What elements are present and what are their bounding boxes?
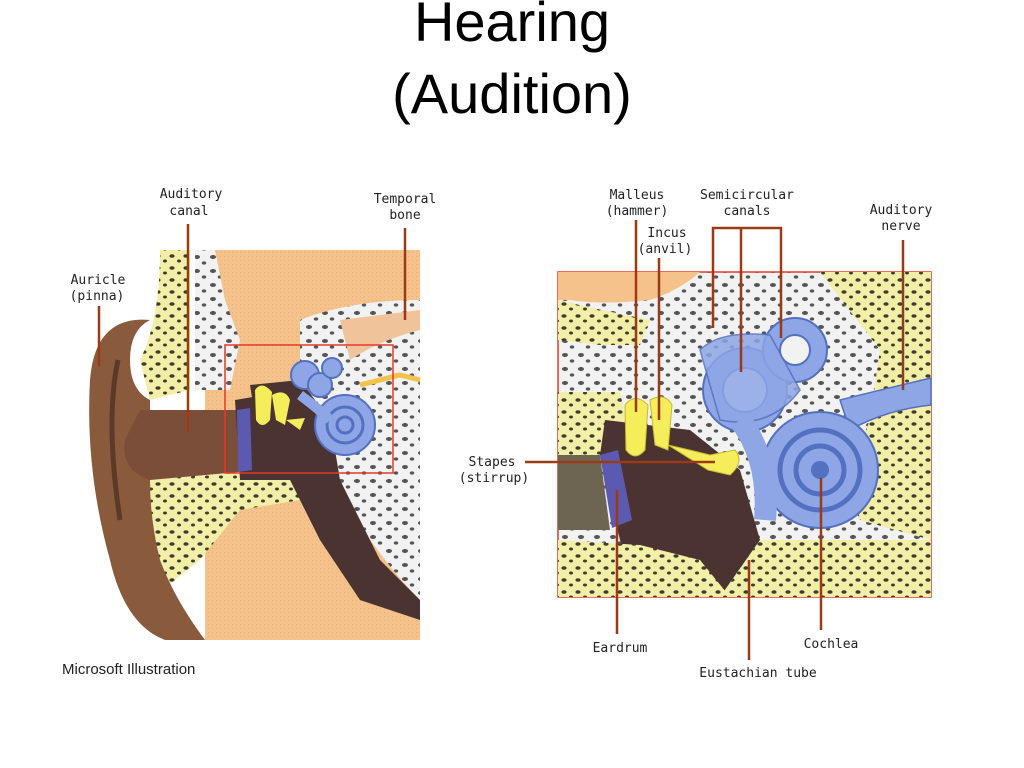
lower-canal-bone [120,470,300,600]
upper-canal-bone [140,250,190,400]
title-line-1: Hearing [413,0,611,53]
label-auditory-canal-1: Auditory [160,187,223,202]
label-incus-1: Incus [647,226,686,241]
incus-shape [649,396,673,451]
label-semicircular-2: canals [724,204,771,219]
label-semicircular-1: Semicircular [700,188,794,203]
label-eardrum: Eardrum [593,641,648,656]
label-malleus-1: Malleus [610,188,665,203]
label-auricle-2: (pinna) [70,289,125,304]
label-malleus-2: (hammer) [606,204,669,219]
illustration-credit: Microsoft Illustration [62,661,196,678]
inner-ear-illustration [557,271,932,598]
label-eustachian-tube: Eustachian tube [699,666,817,681]
lower-bone-right [720,540,931,597]
outer-ear-illustration [89,250,421,640]
slide-title: Hearing (Audition) [0,0,1024,130]
label-auditory-nerve-2: nerve [881,219,920,234]
cochlea-small [314,394,376,456]
ossicles-small [255,385,272,425]
label-stapes-2: (stirrup) [459,471,529,486]
stapes-shape [667,444,740,476]
label-cochlea: Cochlea [804,637,859,652]
malleus-shape [624,398,649,457]
label-temporal-bone-1: Temporal [374,192,437,207]
eardrum-small [237,408,252,472]
eardrum-large [600,450,632,528]
label-temporal-bone-2: bone [389,208,420,223]
auricle-shape [89,319,205,640]
ear-canal-shape [124,410,261,480]
label-incus-2: (anvil) [638,242,693,257]
title-line-2: (Audition) [392,62,632,125]
label-stapes-1: Stapes [469,455,516,470]
zoom-box [224,344,394,474]
label-auditory-canal-2: canal [169,204,208,219]
label-auditory-nerve-1: Auditory [870,203,933,218]
leader-semicircular [711,226,783,338]
label-auricle-1: Auricle [71,273,126,288]
leader-lines [97,220,905,660]
auditory-nerve-shape [839,377,932,432]
